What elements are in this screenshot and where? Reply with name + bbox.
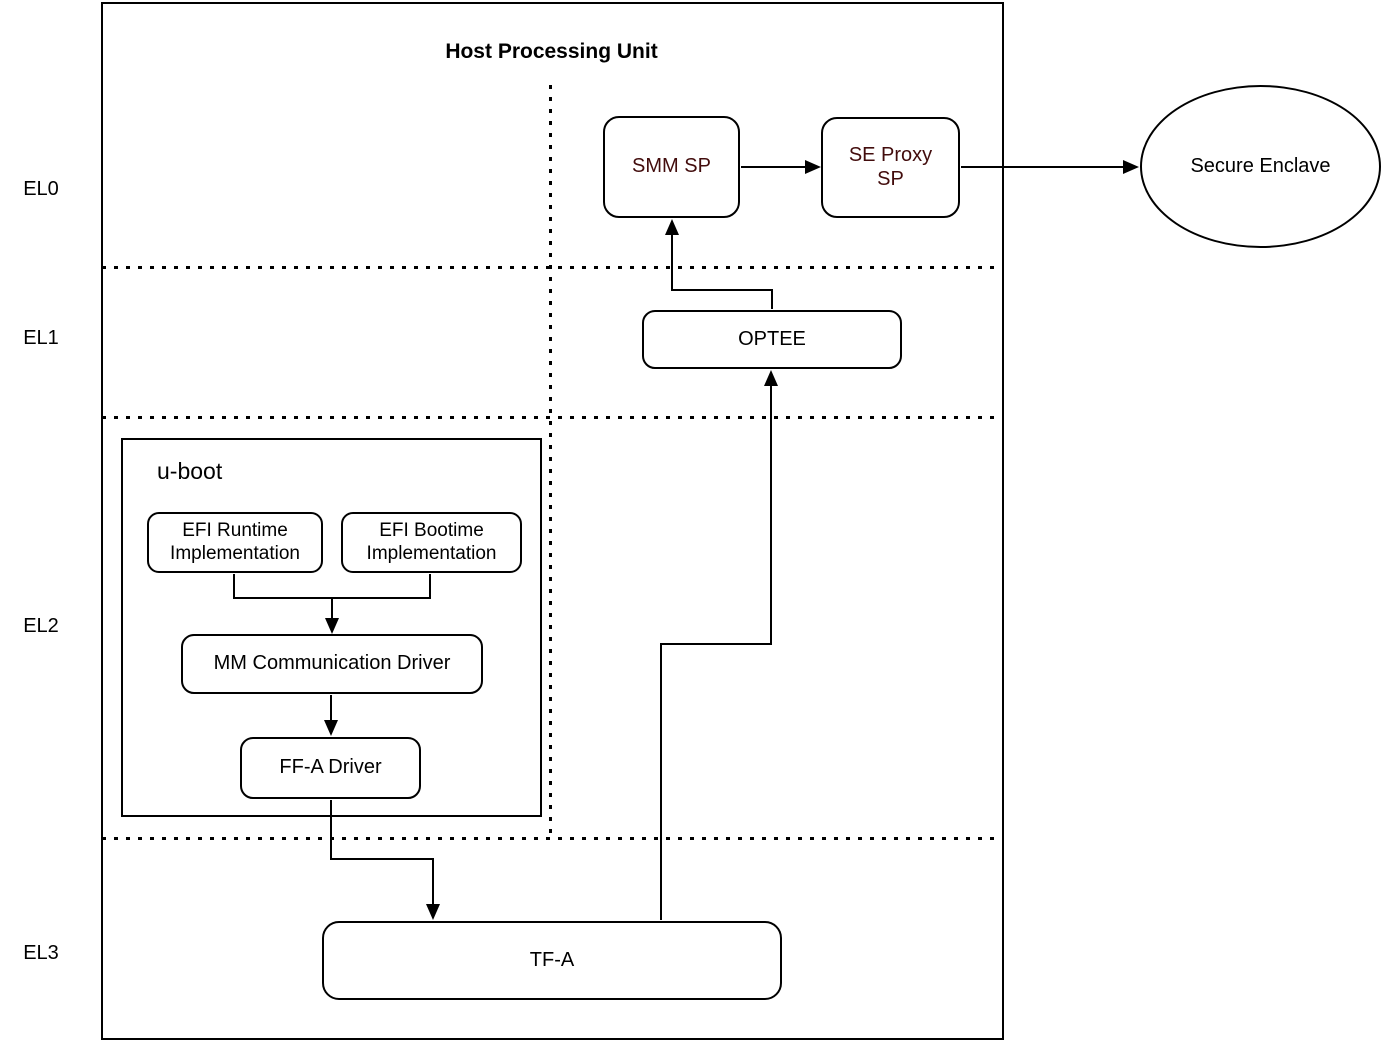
el3-label: EL3 (23, 942, 59, 964)
ffa-driver-label: FF-A Driver (279, 756, 382, 779)
smm-sp-label: SMM SP (632, 155, 711, 178)
efi-runtime-label: EFI Runtime Implementation (170, 520, 300, 564)
efi-bootime-label: EFI Bootime Implementation (366, 520, 497, 564)
efi-bootime-node: EFI Bootime Implementation (341, 512, 522, 573)
se-proxy-sp-label: SE Proxy SP (848, 143, 933, 190)
el2-label: EL2 (23, 615, 59, 637)
mm-communication-driver-node: MM Communication Driver (181, 634, 483, 694)
secure-enclave-label: Secure Enclave (1190, 154, 1331, 177)
ffa-driver-node: FF-A Driver (240, 737, 421, 799)
mm-communication-driver-label: MM Communication Driver (213, 652, 451, 675)
el1-label: EL1 (23, 327, 59, 349)
optee-node: OPTEE (642, 310, 902, 369)
diagram-title: Host Processing Unit (445, 40, 658, 63)
secure-enclave-node: Secure Enclave (1140, 85, 1381, 248)
uboot-label: u-boot (157, 458, 223, 484)
el0-label: EL0 (23, 178, 59, 200)
tfa-label: TF-A (529, 948, 575, 971)
host-processing-unit-box (101, 2, 1004, 1040)
smm-sp-node: SMM SP (603, 116, 740, 218)
efi-runtime-node: EFI Runtime Implementation (147, 512, 323, 573)
tfa-node: TF-A (322, 921, 782, 1000)
se-proxy-sp-node: SE Proxy SP (821, 117, 960, 218)
optee-label: OPTEE (738, 327, 806, 350)
